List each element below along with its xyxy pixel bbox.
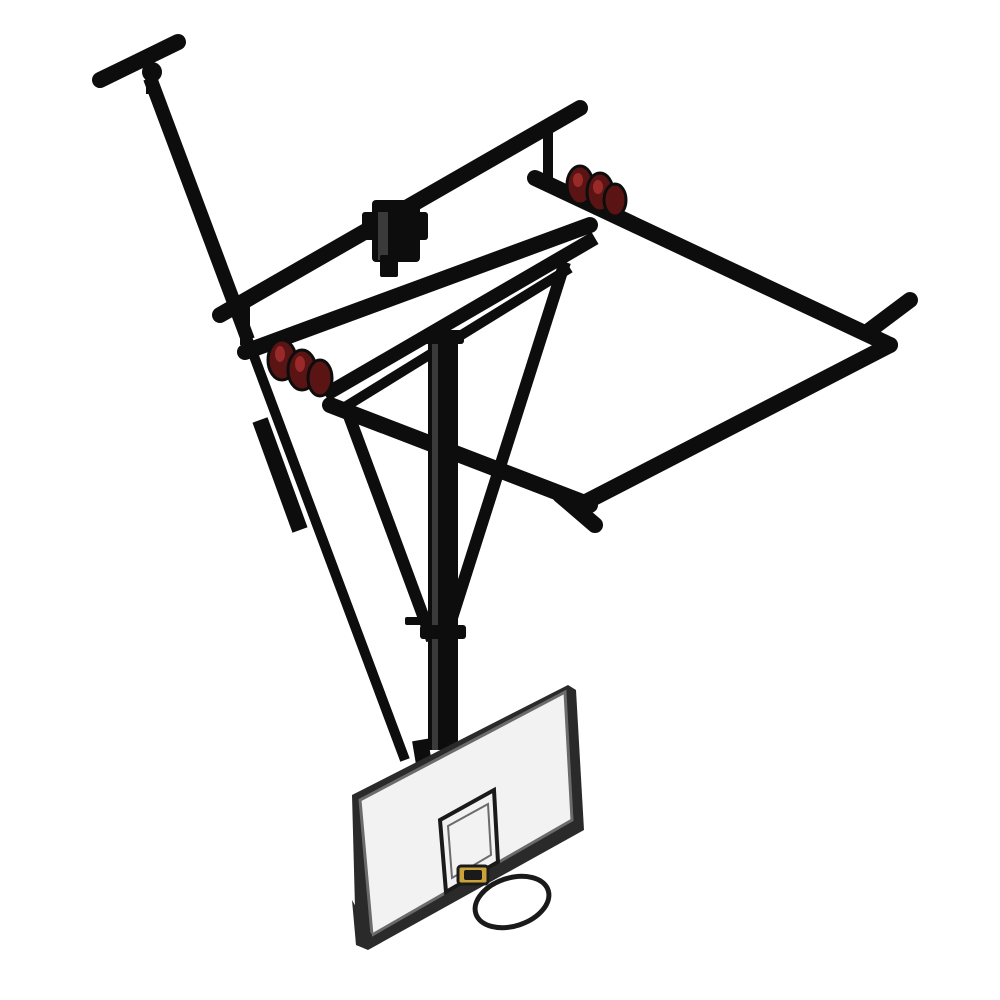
t-handle-icon[interactable]	[92, 34, 186, 94]
rim	[472, 873, 552, 931]
backboard	[352, 685, 584, 950]
crossbars	[237, 217, 599, 513]
pull-pole	[143, 75, 410, 762]
diagonal-braces	[339, 260, 571, 643]
winch-icon	[362, 200, 428, 277]
roller-left	[266, 338, 334, 398]
roller-right	[565, 164, 628, 218]
rim-bracket	[456, 864, 490, 886]
